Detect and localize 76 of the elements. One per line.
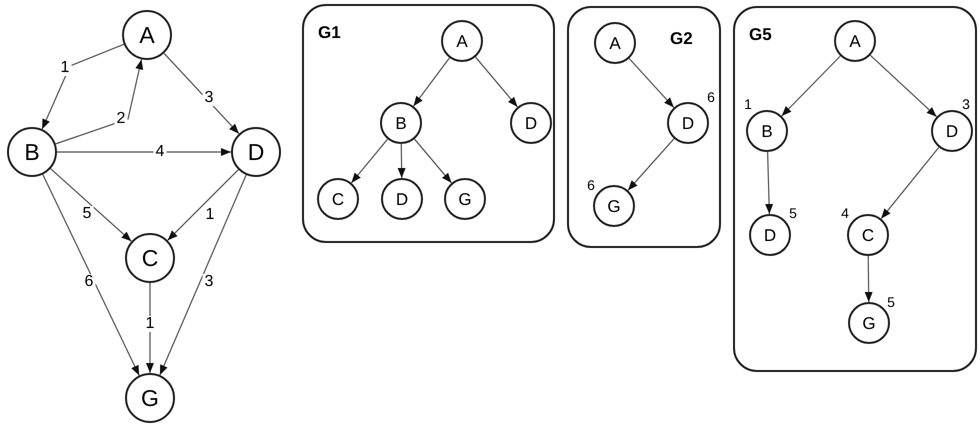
node-label: C <box>332 190 344 208</box>
node-label: D <box>248 140 264 164</box>
graph-node <box>834 20 876 62</box>
subgraph-panel <box>302 4 555 243</box>
weight-label: 3 <box>962 97 970 111</box>
arrow <box>167 169 239 241</box>
graph-node <box>441 20 483 62</box>
node-label: C <box>862 226 874 244</box>
weight-label: 4 <box>841 206 849 220</box>
graph-node <box>381 178 423 220</box>
graph-node <box>122 10 172 60</box>
edge-weight: 1 <box>58 60 72 76</box>
arrow <box>414 138 452 184</box>
graph-node <box>125 373 175 423</box>
graph-node <box>593 185 635 227</box>
node-label: A <box>456 32 468 50</box>
node-label: G <box>607 198 621 214</box>
node-label: G <box>141 386 159 410</box>
graph-node <box>444 178 486 220</box>
panel-title: G2 <box>670 30 693 47</box>
weight-label: 5 <box>789 206 797 220</box>
graph-node <box>380 102 422 144</box>
edge-weight: 2 <box>114 111 128 127</box>
arrow <box>50 168 132 242</box>
graph-node <box>231 127 281 177</box>
graph-node <box>667 102 709 144</box>
arrow <box>42 44 124 130</box>
node-label: G <box>458 190 472 208</box>
graph-node <box>317 178 359 220</box>
node-label: A <box>139 24 155 46</box>
arrow <box>350 138 388 184</box>
node-label: D <box>524 114 538 132</box>
edge-weight: 3 <box>202 90 216 106</box>
panel-title: G5 <box>749 26 772 43</box>
node-label: D <box>946 122 958 140</box>
node-label: B <box>395 114 407 132</box>
graph-node <box>510 102 552 144</box>
arrow <box>475 56 518 108</box>
graph-node <box>931 110 973 152</box>
node-label: D <box>682 114 694 132</box>
arrow <box>57 148 231 156</box>
weight-label: 5 <box>887 295 895 309</box>
node-label: B <box>761 122 773 140</box>
weight-label: 6 <box>587 178 595 192</box>
arrow <box>628 138 674 191</box>
arrow <box>164 52 240 134</box>
node-label: C <box>142 246 158 270</box>
subgraph-panel <box>733 6 977 372</box>
panel-title: G1 <box>318 24 341 41</box>
arrow <box>55 59 144 144</box>
arrow <box>880 146 940 220</box>
weight-label: 6 <box>707 90 715 104</box>
arrow <box>159 174 247 376</box>
graph-node <box>125 233 175 283</box>
graph-node <box>847 214 889 256</box>
subgraph-panel <box>567 6 721 248</box>
node-label: A <box>849 32 861 50</box>
arrow <box>628 58 674 108</box>
graph-node <box>594 22 636 64</box>
arrow <box>398 144 406 178</box>
arrow <box>765 152 774 214</box>
arrow <box>870 54 938 118</box>
graph-node <box>7 127 57 177</box>
graph-node <box>746 110 788 152</box>
weight-label: 1 <box>744 97 752 111</box>
edge-weight: 1 <box>144 316 156 332</box>
arrow <box>42 174 140 376</box>
node-label: D <box>396 190 408 208</box>
arrow <box>864 256 873 302</box>
node-label: D <box>764 226 776 244</box>
arrow <box>781 56 841 116</box>
node-label: B <box>24 140 40 164</box>
node-label: G <box>862 314 876 332</box>
graph-node <box>749 214 791 256</box>
node-label: A <box>609 34 621 52</box>
arrow <box>413 58 450 106</box>
